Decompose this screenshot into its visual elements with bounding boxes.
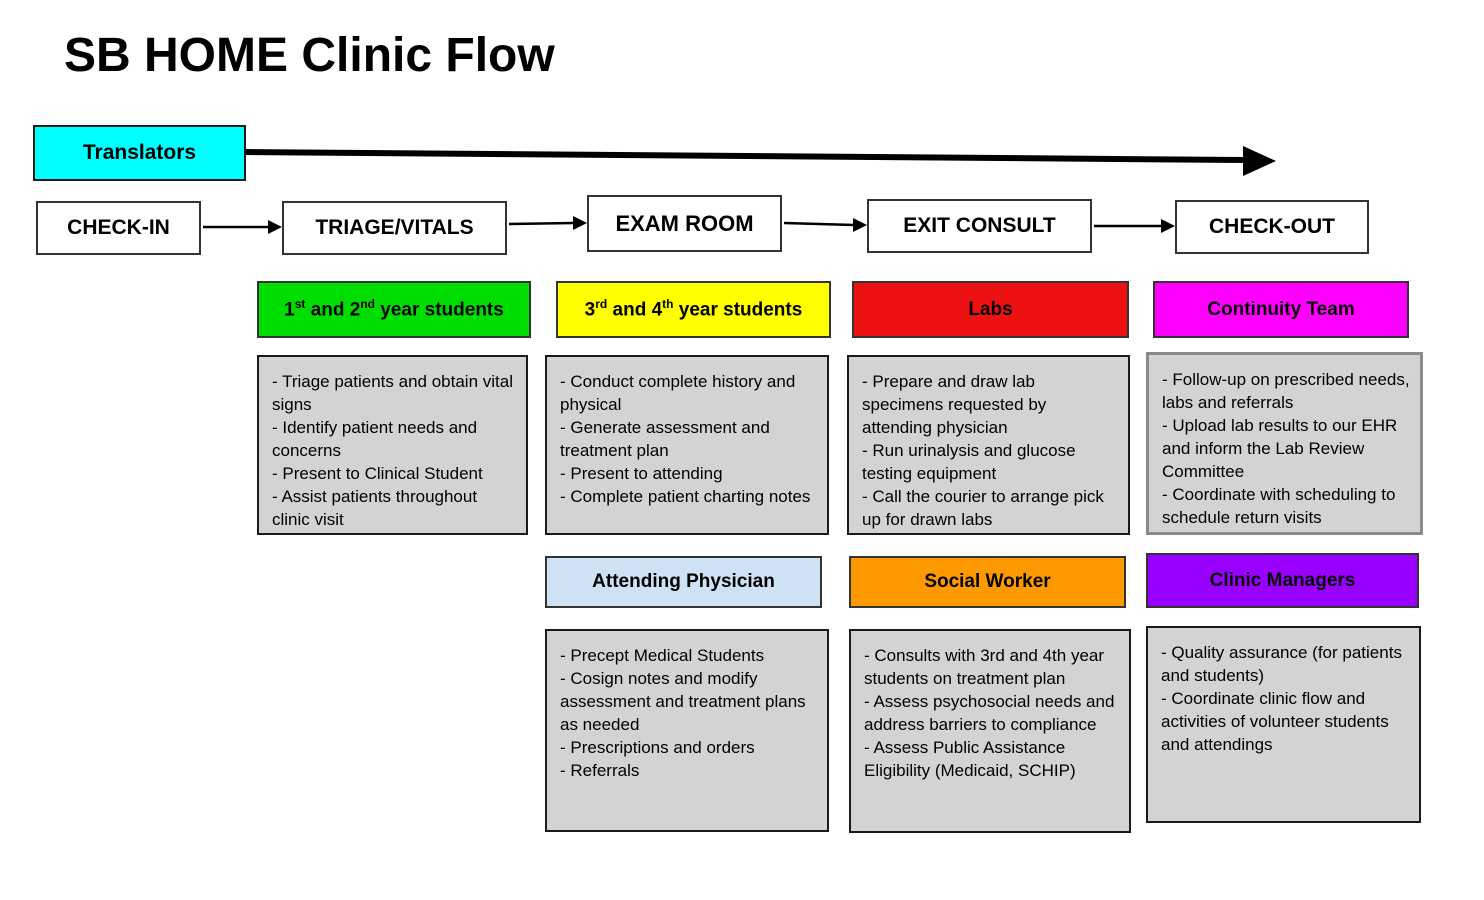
flow-arrow-exit-checkout — [1094, 219, 1175, 233]
role-header-social-worker: Social Worker — [849, 556, 1126, 608]
flow-step-exam-room: EXAM ROOM — [587, 195, 782, 252]
translators-label: Translators — [82, 141, 197, 164]
role-header-labs: Labs — [852, 281, 1129, 338]
flow-step-label: EXIT CONSULT — [903, 214, 1056, 237]
flow-step-label: TRIAGE/VITALS — [315, 216, 474, 239]
translators-box: Translators — [33, 125, 246, 181]
role-header-clinic-managers: Clinic Managers — [1146, 553, 1419, 608]
role-header-label: Labs — [968, 298, 1013, 320]
role-header-label: Continuity Team — [1207, 298, 1355, 320]
flow-step-label: CHECK-IN — [67, 216, 170, 239]
flow-step-check-in: CHECK-IN — [36, 201, 201, 255]
role-header-label: 3rd and 4th year students — [584, 297, 803, 321]
flow-arrow-exam-exit — [783, 218, 867, 232]
duties-clinic-managers: - Quality assurance (for patients and st… — [1146, 626, 1421, 823]
duties-1st-2nd-year-students: - Triage patients and obtain vital signs… — [257, 355, 528, 535]
page-title: SB HOME Clinic Flow — [64, 29, 555, 82]
duties-social-worker: - Consults with 3rd and 4th year student… — [849, 629, 1131, 833]
role-header-label: Clinic Managers — [1209, 569, 1356, 591]
role-header-label: Attending Physician — [592, 571, 775, 592]
role-header-continuity-team: Continuity Team — [1153, 281, 1409, 338]
duties-3rd-4th-year-students: - Conduct complete history and physical … — [545, 355, 829, 535]
duties-attending-physician: - Precept Medical Students - Cosign note… — [545, 629, 829, 832]
role-header-label: 1st and 2nd year students — [284, 297, 504, 321]
role-header-3rd-4th-year-students: 3rd and 4th year students — [556, 281, 831, 338]
role-header-1st-2nd-year-students: 1st and 2nd year students — [257, 281, 531, 338]
translators-arrow — [245, 146, 1276, 176]
flow-step-label: EXAM ROOM — [615, 210, 754, 236]
flow-step-check-out: CHECK-OUT — [1175, 200, 1369, 254]
role-header-attending-physician: Attending Physician — [545, 556, 822, 608]
flow-arrow-checkin-triage — [203, 220, 282, 234]
flow-step-exit-consult: EXIT CONSULT — [867, 199, 1092, 253]
flow-step-triage-vitals: TRIAGE/VITALS — [282, 201, 507, 255]
flow-step-label: CHECK-OUT — [1209, 215, 1335, 238]
duties-continuity-team: - Follow-up on prescribed needs, labs an… — [1146, 352, 1423, 535]
duties-labs: - Prepare and draw lab specimens request… — [847, 355, 1130, 535]
flow-arrow-triage-exam — [508, 216, 587, 230]
role-header-label: Social Worker — [924, 571, 1051, 592]
